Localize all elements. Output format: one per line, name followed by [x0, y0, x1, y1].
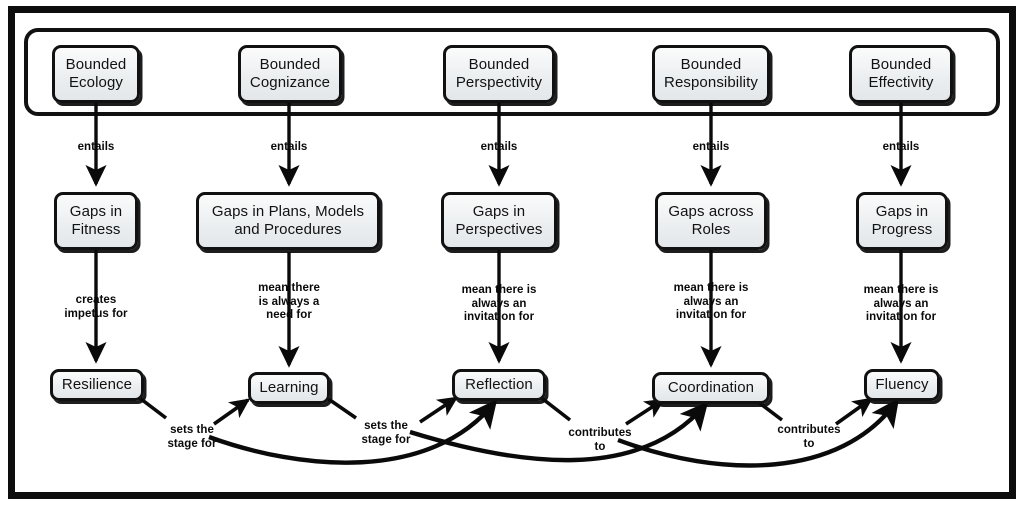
node-gaps-across-roles[interactable]: Gaps across Roles — [655, 192, 767, 250]
node-label: Gaps in Perspectives — [455, 203, 543, 238]
node-learning[interactable]: Learning — [248, 372, 330, 404]
node-label: Reflection — [465, 376, 533, 394]
edge-label-creates-impetus-for: creates impetus for — [64, 294, 128, 320]
node-label: Fluency — [875, 376, 929, 394]
node-label: Resilience — [61, 376, 133, 394]
node-bounded-responsibility[interactable]: Bounded Responsibility — [652, 45, 770, 103]
node-label: Coordination — [667, 379, 755, 397]
node-label: Bounded Ecology — [65, 56, 127, 91]
edge-label-invitation-for-progress: mean there is always an invitation for — [863, 284, 939, 324]
node-label: Bounded Responsibility — [664, 56, 758, 91]
node-fluency[interactable]: Fluency — [864, 369, 940, 401]
node-label: Gaps in Fitness — [69, 203, 123, 238]
node-bounded-ecology[interactable]: Bounded Ecology — [52, 45, 140, 103]
node-label: Bounded Effectivity — [868, 56, 934, 91]
node-bounded-cognizance[interactable]: Bounded Cognizance — [238, 45, 342, 103]
edge-label-entails-effectivity: entails — [882, 141, 920, 153]
node-label: Learning — [259, 379, 319, 397]
node-gaps-in-perspectives[interactable]: Gaps in Perspectives — [441, 192, 557, 250]
node-label: Gaps in Progress — [871, 203, 933, 238]
edge-label-entails-cognizance: entails — [270, 141, 308, 153]
node-gaps-in-fitness[interactable]: Gaps in Fitness — [54, 192, 138, 250]
node-label: Gaps across Roles — [668, 203, 754, 238]
node-bounded-effectivity[interactable]: Bounded Effectivity — [849, 45, 953, 103]
edge-label-entails-perspectivity: entails — [480, 141, 518, 153]
edge-label-invitation-for-perspectives: mean there is always an invitation for — [461, 284, 537, 324]
node-bounded-perspectivity[interactable]: Bounded Perspectivity — [443, 45, 555, 103]
node-label: Bounded Cognizance — [249, 56, 331, 91]
edge-label-invitation-for-roles: mean there is always an invitation for — [673, 282, 749, 322]
edge-label-entails-ecology: entails — [77, 141, 115, 153]
node-gaps-in-plans-models-procedures[interactable]: Gaps in Plans, Models and Procedures — [196, 192, 380, 250]
node-gaps-in-progress[interactable]: Gaps in Progress — [856, 192, 948, 250]
edge-label-contributes-to-2: contributes to — [777, 424, 841, 450]
node-coordination[interactable]: Coordination — [652, 372, 770, 404]
node-label: Bounded Perspectivity — [455, 56, 543, 91]
edge-label-sets-the-stage-for-1: sets the stage for — [167, 424, 217, 450]
node-resilience[interactable]: Resilience — [50, 369, 144, 401]
edge-label-entails-responsibility: entails — [692, 141, 730, 153]
node-reflection[interactable]: Reflection — [452, 369, 546, 401]
edge-label-sets-the-stage-for-2: sets the stage for — [361, 420, 411, 446]
edge-label-contributes-to-1: contributes to — [568, 427, 632, 453]
edge-label-need-for: mean there is always a need for — [258, 282, 320, 322]
node-label: Gaps in Plans, Models and Procedures — [211, 203, 365, 238]
